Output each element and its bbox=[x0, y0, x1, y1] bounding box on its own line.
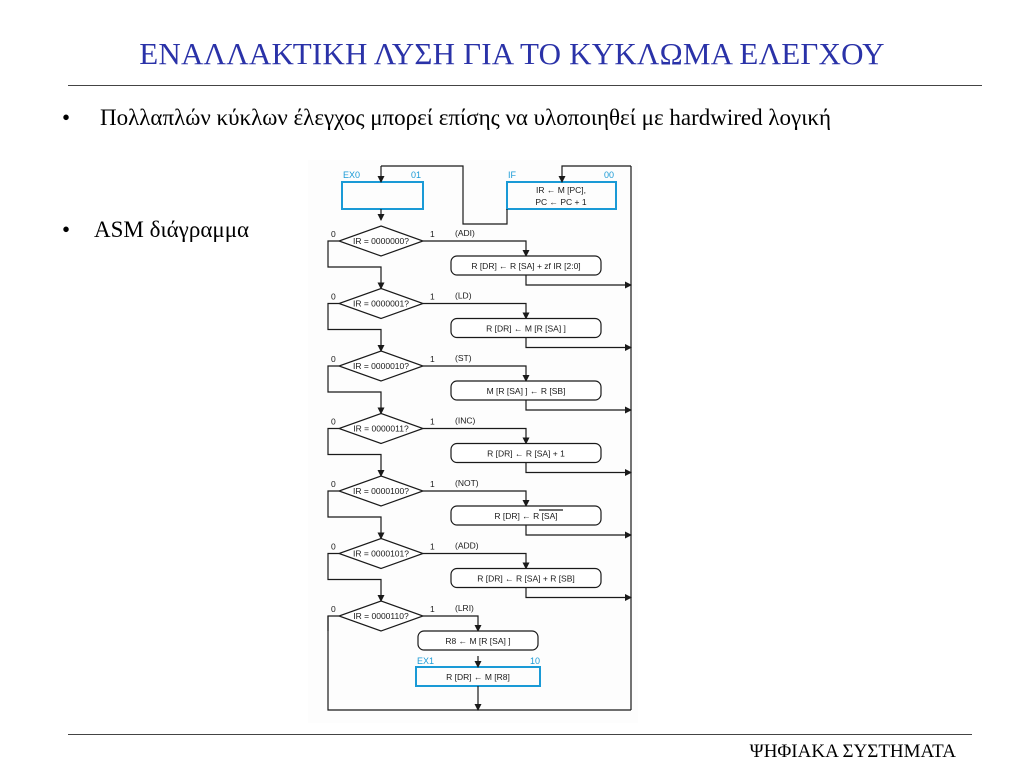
opcode-label: (ADI) bbox=[455, 228, 475, 238]
yes-branch-line bbox=[423, 365, 530, 382]
action-text: R [DR] ← R [SA] bbox=[494, 511, 557, 521]
action-box bbox=[417, 630, 539, 651]
if-entry-arrow bbox=[558, 165, 631, 183]
return-to-fetch-line bbox=[525, 462, 632, 476]
decision-condition: IR = 0000011? bbox=[353, 424, 409, 434]
return-to-fetch-line bbox=[525, 337, 632, 351]
action-text: R [DR] ← R [SA] + R [SB] bbox=[477, 574, 575, 584]
yes-branch-line bbox=[423, 302, 530, 320]
decision-diamond bbox=[337, 350, 425, 382]
opcode-label: (ST) bbox=[455, 353, 472, 363]
slide-title: ΕΝΑΛΛΑΚΤΙΚΗ ΛΥΣΗ ΓΙΑ ΤΟ ΚΥΚΛΩΜΑ ΕΛΕΓΧΟΥ bbox=[139, 36, 885, 71]
opcode-label: (ADD) bbox=[455, 541, 479, 551]
decision-flow: IR = 0000000? 0 1 (ADI) R [DR] ← R [SA] + zf… bbox=[327, 225, 632, 651]
no-branch-line bbox=[327, 302, 385, 352]
branch-label-one: 1 bbox=[430, 354, 435, 364]
branch-label-one: 1 bbox=[430, 479, 435, 489]
action-text: R [DR] ← R [SA] + 1 bbox=[487, 449, 565, 459]
return-to-fetch-line bbox=[525, 275, 632, 289]
bullet-text: Πολλαπλών κύκλων έλεγχος μπορεί επίσης ν… bbox=[100, 105, 832, 130]
branch-label-zero: 0 bbox=[331, 292, 336, 302]
no-branch-line bbox=[327, 615, 339, 631]
decision-diamond bbox=[337, 225, 425, 257]
bullet-dot-icon: • bbox=[62, 217, 71, 242]
action-text: R [DR] ← M [R [SA] ] bbox=[486, 324, 566, 334]
decision-diamond bbox=[337, 412, 425, 445]
opcode-label: (INC) bbox=[455, 416, 475, 426]
yes-branch-line bbox=[423, 552, 530, 570]
opcode-label: (NOT) bbox=[455, 478, 479, 488]
decision-condition: IR = 0000110? bbox=[353, 611, 409, 621]
decision-diamond bbox=[337, 287, 425, 320]
action-text: M [R [SA] ] ← R [SB] bbox=[487, 386, 566, 396]
branch-label-zero: 0 bbox=[331, 354, 336, 364]
decision-diamond bbox=[337, 475, 425, 507]
decision-diamond bbox=[337, 600, 425, 632]
branch-label-zero: 0 bbox=[331, 229, 336, 239]
title-divider bbox=[68, 85, 982, 86]
footer-label: ΨΗΦΙΑΚΑ ΣΥΣΤΗΜΑΤΑ bbox=[749, 741, 956, 762]
if-action-line1: IR ← M [PC], bbox=[536, 185, 586, 195]
decision-condition: IR = 0000000? bbox=[353, 236, 409, 246]
branch-label-zero: 0 bbox=[331, 479, 336, 489]
diagram-background bbox=[308, 160, 638, 723]
opcode-label: (LRI) bbox=[455, 603, 474, 613]
branch-label-zero: 0 bbox=[331, 604, 336, 614]
state-name-ex0: EX0 bbox=[343, 170, 360, 180]
decision-condition: IR = 0000100? bbox=[353, 486, 409, 496]
return-to-fetch-line bbox=[525, 525, 632, 539]
no-branch-line bbox=[327, 365, 385, 415]
state-code-if: 00 bbox=[604, 170, 614, 180]
no-branch-line bbox=[327, 427, 385, 477]
yes-branch-line bbox=[423, 427, 530, 445]
branch-label-zero: 0 bbox=[331, 417, 336, 427]
branch-label-one: 1 bbox=[430, 292, 435, 302]
no-branch-line bbox=[327, 552, 385, 602]
state-name-if: IF bbox=[508, 170, 517, 180]
if-action-line2: PC ← PC + 1 bbox=[535, 197, 587, 207]
state-name-ex1: EX1 bbox=[417, 656, 434, 666]
bullet-text: ASM διάγραμμα bbox=[94, 217, 250, 242]
return-to-fetch-line bbox=[525, 587, 632, 601]
no-branch-line bbox=[327, 490, 385, 540]
action-text: R [DR] ← R [SA] + zf IR [2:0] bbox=[471, 261, 580, 271]
branch-label-zero: 0 bbox=[331, 542, 336, 552]
branch-label-one: 1 bbox=[430, 542, 435, 552]
bottom-return-line bbox=[327, 616, 631, 711]
branch-label-one: 1 bbox=[430, 229, 435, 239]
yes-branch-line bbox=[423, 240, 530, 257]
decision-condition: IR = 0000001? bbox=[353, 299, 409, 309]
no-branch-line bbox=[327, 240, 385, 290]
branch-label-one: 1 bbox=[430, 604, 435, 614]
decision-diamond bbox=[337, 537, 425, 570]
bullet-dot-icon: • bbox=[62, 105, 71, 130]
opcode-label: (LD) bbox=[455, 291, 472, 301]
ex1-action: R [DR] ← M [R8] bbox=[446, 672, 510, 682]
decision-condition: IR = 0000010? bbox=[353, 361, 409, 371]
decision-condition: IR = 0000101? bbox=[353, 549, 409, 559]
branch-label-one: 1 bbox=[430, 417, 435, 427]
static-connections bbox=[327, 165, 632, 711]
yes-branch-line bbox=[423, 490, 530, 507]
return-to-fetch-line bbox=[525, 400, 632, 414]
state-code-ex0: 01 bbox=[411, 170, 421, 180]
footer-divider bbox=[68, 734, 972, 735]
action-text: R8 ← M [R [SA] ] bbox=[445, 636, 510, 646]
state-code-ex1: 10 bbox=[530, 656, 540, 666]
yes-branch-line bbox=[423, 615, 482, 632]
ex0-entry-from-if bbox=[381, 165, 508, 225]
